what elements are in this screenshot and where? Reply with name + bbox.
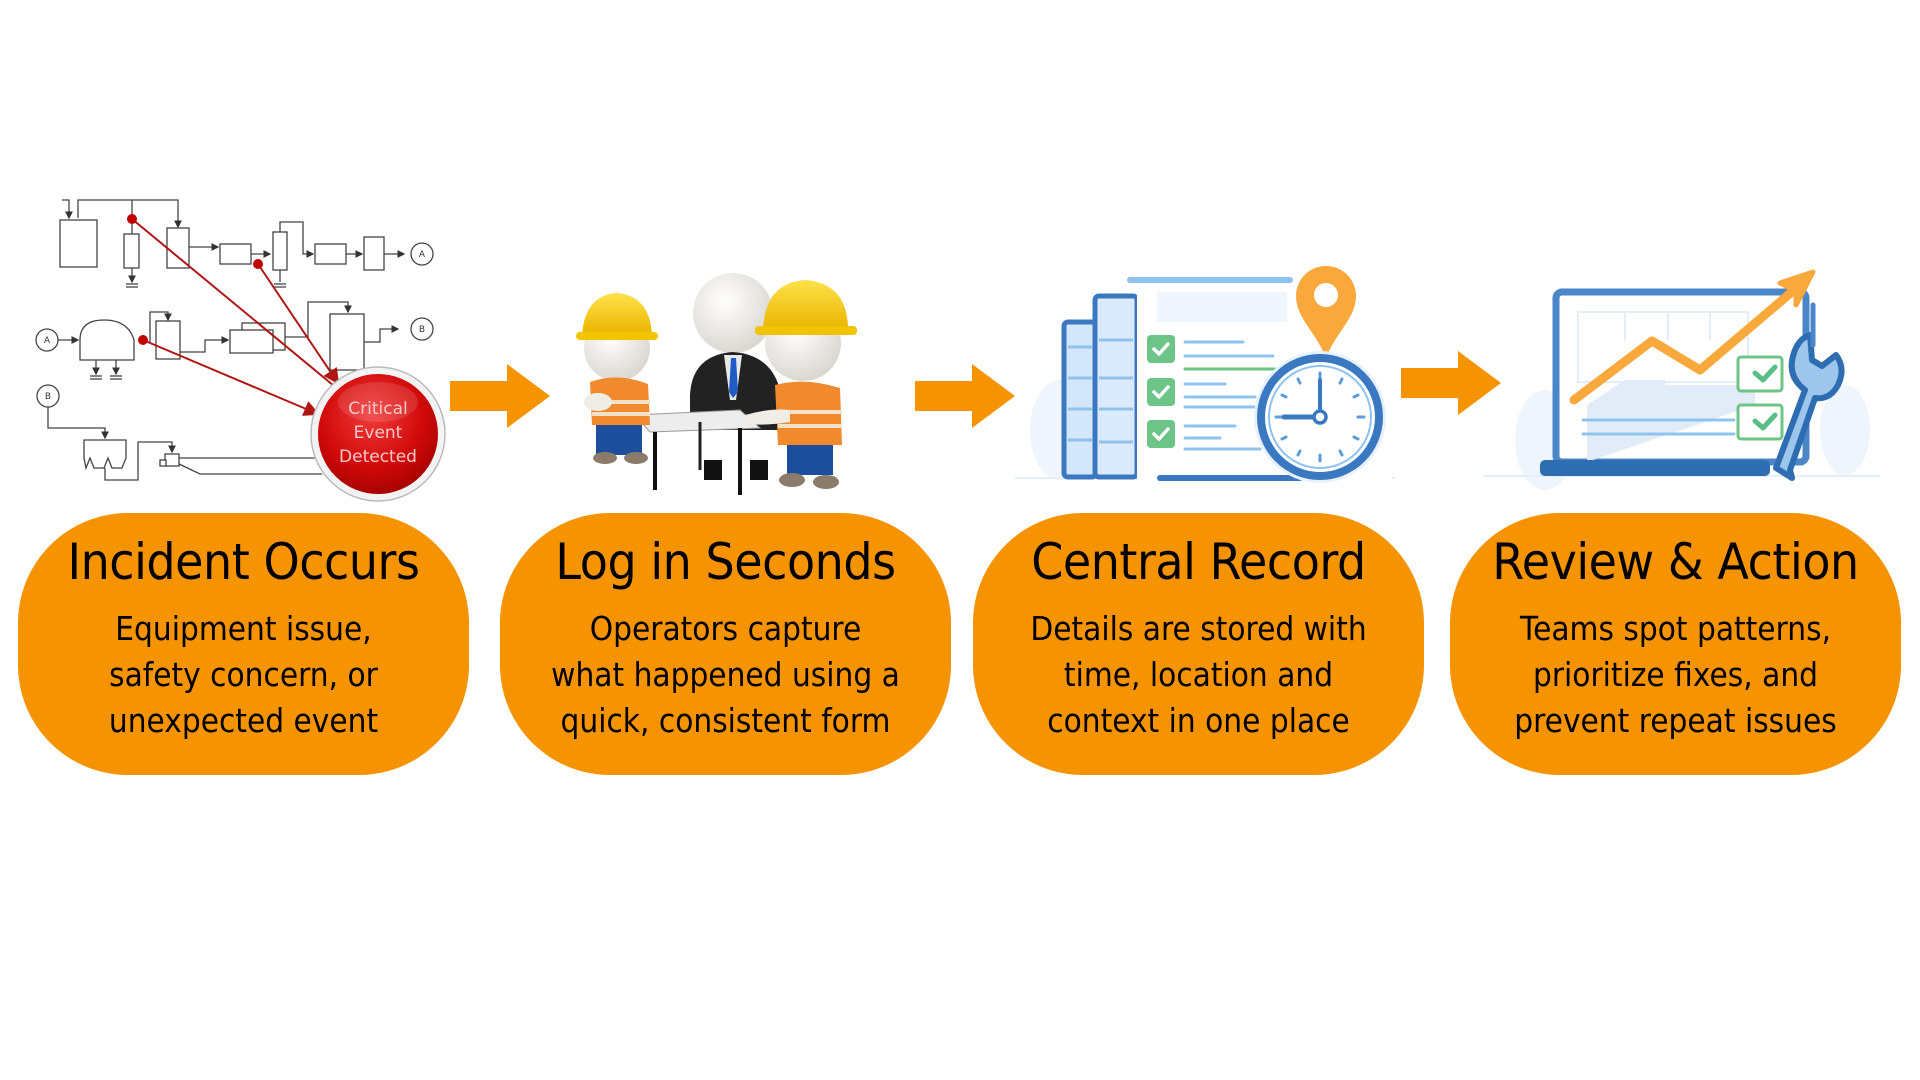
process-schematic-illustration: A B A B Critical Event Detected: [35, 199, 446, 502]
step-description: Operators capture what happened using a …: [523, 606, 929, 744]
badge-text-event: Event: [354, 423, 403, 443]
step-description-line: prioritize fixes, and: [1532, 655, 1819, 694]
step-card-log-in-seconds: Log in Seconds Operators capture what ha…: [500, 513, 951, 775]
connector-label-a: A: [419, 250, 426, 260]
step-description: Equipment issue, safety concern, or unex…: [41, 606, 447, 744]
badge-text-detected: Detected: [339, 447, 417, 467]
badge-text-critical: Critical: [348, 399, 407, 419]
check-icon: [1147, 420, 1175, 448]
connector-label-a: A: [44, 336, 51, 346]
step-title: Central Record: [1031, 533, 1366, 591]
step-card-review-and-action: Review & Action Teams spot patterns, pri…: [1450, 513, 1901, 775]
step-description-line: what happened using a: [551, 655, 900, 694]
trend-up-arrow-icon: [1569, 269, 1816, 405]
critical-event-badge: Critical Event Detected: [310, 366, 446, 502]
step-description-line: Teams spot patterns,: [1519, 609, 1832, 648]
check-icon: [1147, 335, 1175, 363]
step-description: Teams spot patterns, prioritize fixes, a…: [1473, 606, 1879, 744]
manager-figure: [690, 273, 782, 480]
arrow-right-icon: [915, 364, 1015, 428]
worker-figure-right: [745, 280, 857, 489]
step-description-line: context in one place: [1047, 701, 1350, 740]
step-description-line: quick, consistent form: [560, 701, 891, 740]
step-title: Review & Action: [1492, 533, 1859, 591]
step-description-line: unexpected event: [108, 701, 379, 740]
step-description-line: prevent repeat issues: [1514, 701, 1837, 740]
wrench-icon: [1773, 302, 1845, 481]
review-action-illustration: [1483, 269, 1880, 490]
connector-label-b: B: [45, 392, 51, 402]
central-record-illustration: [1015, 266, 1395, 483]
step-description-line: Operators capture: [589, 609, 862, 648]
arrow-right-icon: [1401, 351, 1501, 415]
location-pin-icon: [1296, 266, 1356, 358]
check-icon: [1147, 378, 1175, 406]
clock-icon: [1254, 351, 1386, 483]
step-description-line: Equipment issue,: [115, 609, 372, 648]
step-title: Log in Seconds: [555, 533, 896, 591]
workers-meeting-illustration: [576, 273, 857, 495]
step-description-line: time, location and: [1063, 655, 1334, 694]
meeting-table: [633, 409, 762, 495]
step-description-line: safety concern, or: [109, 655, 378, 694]
checklist-icons: [1736, 355, 1784, 441]
step-description: Details are stored with time, location a…: [996, 606, 1402, 744]
worker-figure-left: [576, 293, 658, 464]
step-title: Incident Occurs: [67, 533, 420, 591]
binder-stack: [1061, 293, 1140, 480]
step-card-central-record: Central Record Details are stored with t…: [973, 513, 1424, 775]
arrow-right-icon: [450, 364, 550, 428]
connector-label-b: B: [419, 325, 425, 335]
step-description-line: Details are stored with: [1030, 609, 1367, 648]
step-card-incident-occurs: Incident Occurs Equipment issue, safety …: [18, 513, 469, 775]
